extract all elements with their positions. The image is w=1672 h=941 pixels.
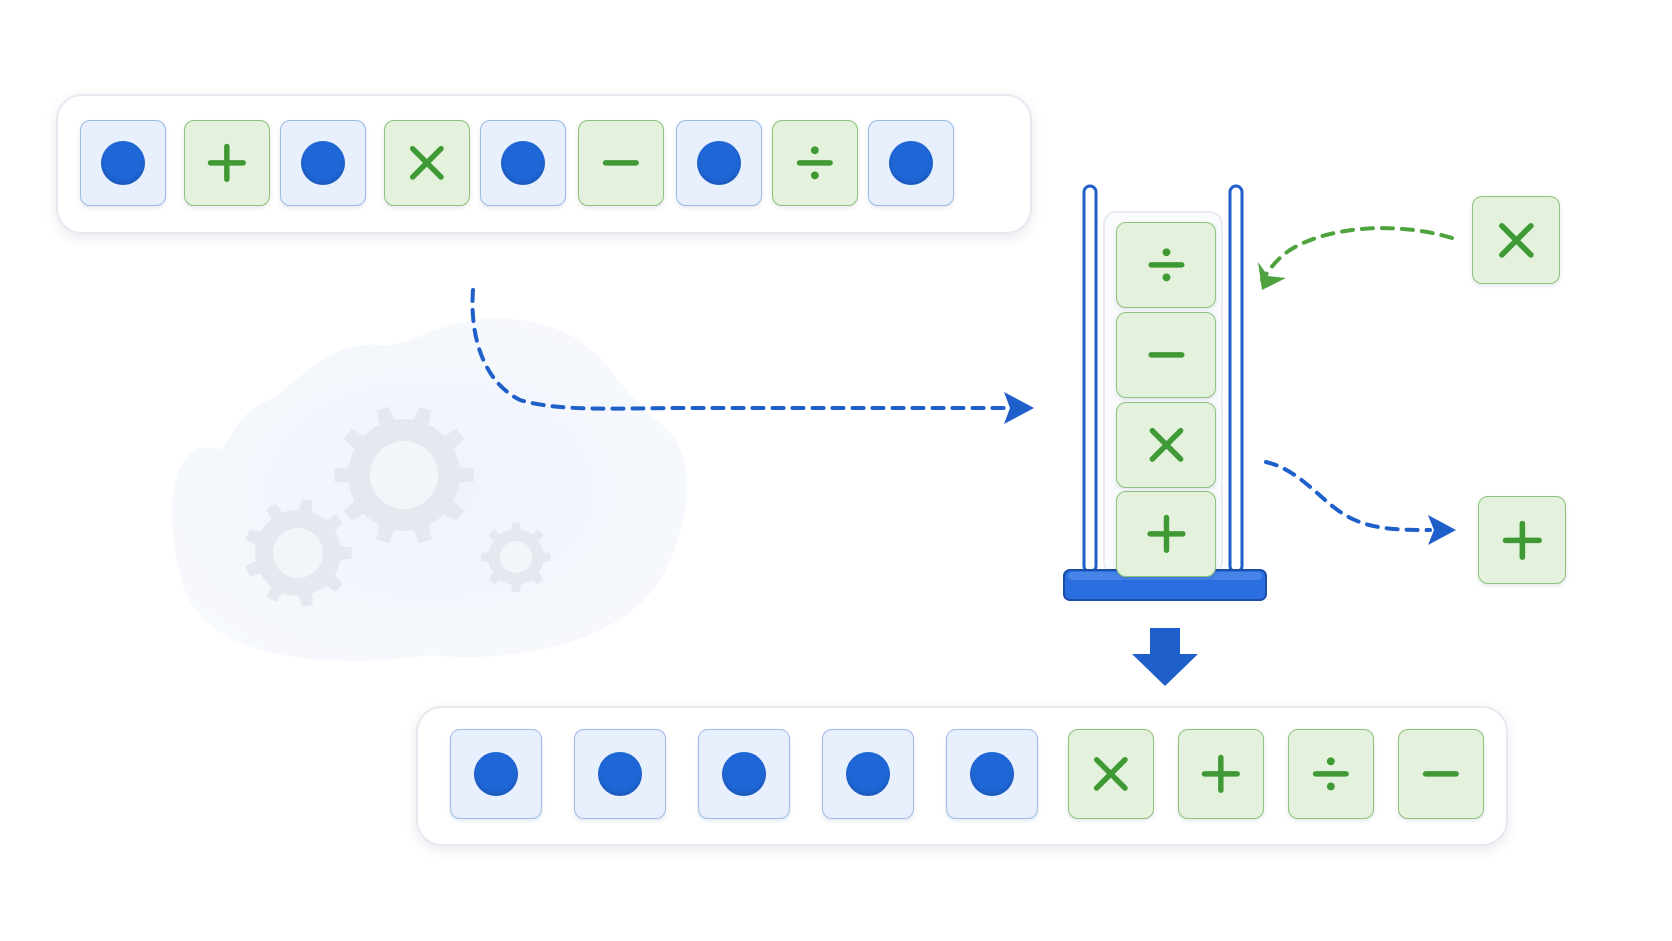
push-flow-arrow [470, 288, 1012, 411]
gear-hole [500, 541, 532, 573]
pop-flow-arrow [1264, 460, 1432, 532]
times-icon [1149, 428, 1183, 462]
output-operator-tile [1398, 729, 1484, 819]
input-operator-tile [772, 120, 858, 206]
input-operator-tile [578, 120, 664, 206]
input-digit-tile [280, 120, 366, 206]
input-operator-tile [184, 120, 270, 206]
stack-left-rail [1082, 184, 1098, 574]
input-sequence-tray [56, 94, 1032, 234]
minus-icon [1147, 352, 1185, 358]
gear-hole [370, 441, 438, 509]
incoming-flow-arrow [1260, 226, 1454, 282]
output-operator-tile [1068, 729, 1154, 819]
output-operator-tile [1288, 729, 1374, 819]
output-digit-tile [450, 729, 542, 819]
times-icon [1094, 757, 1128, 791]
divide-icon [1312, 757, 1350, 791]
plus-icon [1146, 514, 1186, 554]
divide-icon [1147, 248, 1185, 282]
input-operator-tile [384, 120, 470, 206]
output-digit-tile [822, 729, 914, 819]
pop-arrowhead [1428, 515, 1456, 545]
output-digit-tile [574, 729, 666, 819]
plus-icon [1201, 754, 1241, 794]
minus-icon [1422, 771, 1460, 777]
stack-right-rail [1228, 184, 1244, 574]
divide-icon [796, 146, 834, 180]
outgoing-operator-tile [1478, 496, 1566, 584]
gear-hole [273, 528, 323, 578]
minus-icon [602, 160, 640, 166]
incoming-arrowhead [1258, 262, 1286, 290]
input-digit-tile [676, 120, 762, 206]
incoming-operator-tile [1472, 196, 1560, 284]
stack-operator-tile [1116, 402, 1216, 488]
stack-operator-tile [1116, 312, 1216, 398]
output-down-arrow [1132, 628, 1198, 686]
stack-operator-tile [1116, 491, 1216, 577]
times-icon [410, 146, 444, 180]
output-sequence-tray [416, 706, 1508, 846]
plus-icon [207, 143, 247, 183]
input-digit-tile [480, 120, 566, 206]
output-digit-tile [698, 729, 790, 819]
input-digit-tile [868, 120, 954, 206]
plus-icon [1502, 520, 1542, 560]
stack-operator-tile [1116, 222, 1216, 308]
output-operator-tile [1178, 729, 1264, 819]
output-digit-tile [946, 729, 1038, 819]
times-icon [1498, 222, 1534, 258]
push-arrowhead [1004, 392, 1034, 424]
input-digit-tile [80, 120, 166, 206]
